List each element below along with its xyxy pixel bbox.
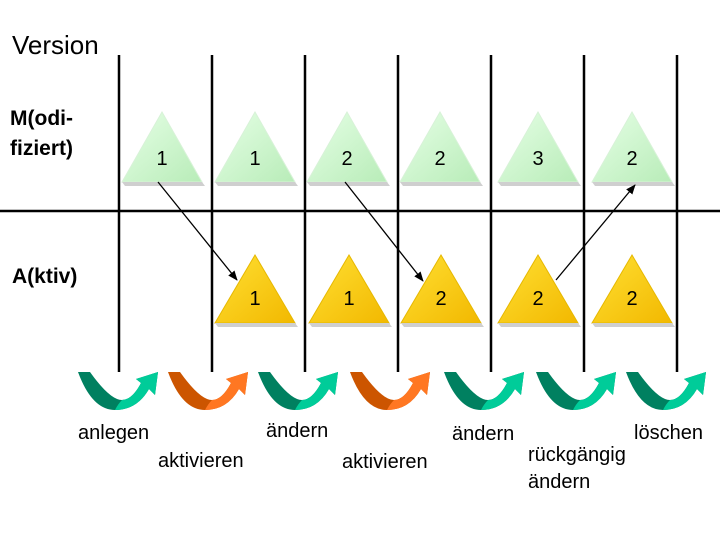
action-label: aktivieren	[158, 450, 244, 472]
active-version-triangle: 2	[400, 254, 484, 327]
modified-version-triangle: 1	[214, 110, 298, 186]
active-version-number: 2	[435, 288, 446, 310]
modified-version-triangle: 3	[497, 110, 581, 186]
active-version-triangle: 2	[497, 254, 581, 327]
modified-version-number: 2	[341, 148, 352, 170]
action-label: ändern	[266, 420, 329, 442]
modified-version-number: 1	[249, 148, 260, 170]
curved-arrow-icon	[168, 372, 248, 410]
modified-version-triangle: 2	[306, 110, 390, 186]
version-lines	[117, 55, 679, 372]
modified-row-label: M(odi- fiziert)	[10, 104, 73, 164]
curved-arrow-icon	[444, 372, 524, 410]
curved-arrow-icon	[258, 372, 338, 410]
modified-version-triangle: 2	[399, 110, 483, 186]
modified-version-triangle: 2	[591, 110, 675, 186]
modified-version-triangle: 1	[121, 110, 205, 186]
diagram-title: Version	[12, 30, 99, 60]
active-version-triangle: 2	[591, 254, 675, 327]
curved-arrow-icon	[350, 372, 430, 410]
active-version-number: 1	[343, 288, 354, 310]
modified-version-number: 3	[532, 148, 543, 170]
active-version-number: 2	[626, 288, 637, 310]
active-version-triangle: 1	[214, 254, 298, 327]
action-label: anlegen	[78, 422, 150, 444]
action-label: rückgängig ändern	[528, 444, 626, 493]
modified-version-number: 1	[156, 148, 167, 170]
active-version-number: 1	[249, 288, 260, 310]
action-label: aktivieren	[342, 451, 428, 473]
activation-arrow	[344, 181, 424, 282]
action-arrows	[78, 372, 706, 410]
active-row: 1 1 2 2 2	[214, 254, 675, 327]
active-row-label: A(ktiv)	[12, 265, 78, 288]
modified-row: 1 1 2 2 3 2	[121, 110, 675, 186]
active-version-number: 2	[532, 288, 543, 310]
action-label: löschen	[634, 422, 703, 444]
modified-row-label-line: M(odi-	[10, 107, 73, 130]
modified-version-number: 2	[434, 148, 445, 170]
curved-arrow-icon	[626, 372, 706, 410]
connector-arrows	[157, 181, 636, 282]
activation-arrow	[157, 181, 238, 281]
curved-arrow-icon	[78, 372, 158, 410]
modified-row-label-line: fiziert)	[10, 137, 73, 160]
active-version-triangle: 1	[308, 254, 392, 327]
curved-arrow-icon	[536, 372, 616, 410]
modified-version-number: 2	[626, 148, 637, 170]
undo-arrow	[555, 184, 636, 281]
action-label: ändern	[452, 423, 515, 445]
